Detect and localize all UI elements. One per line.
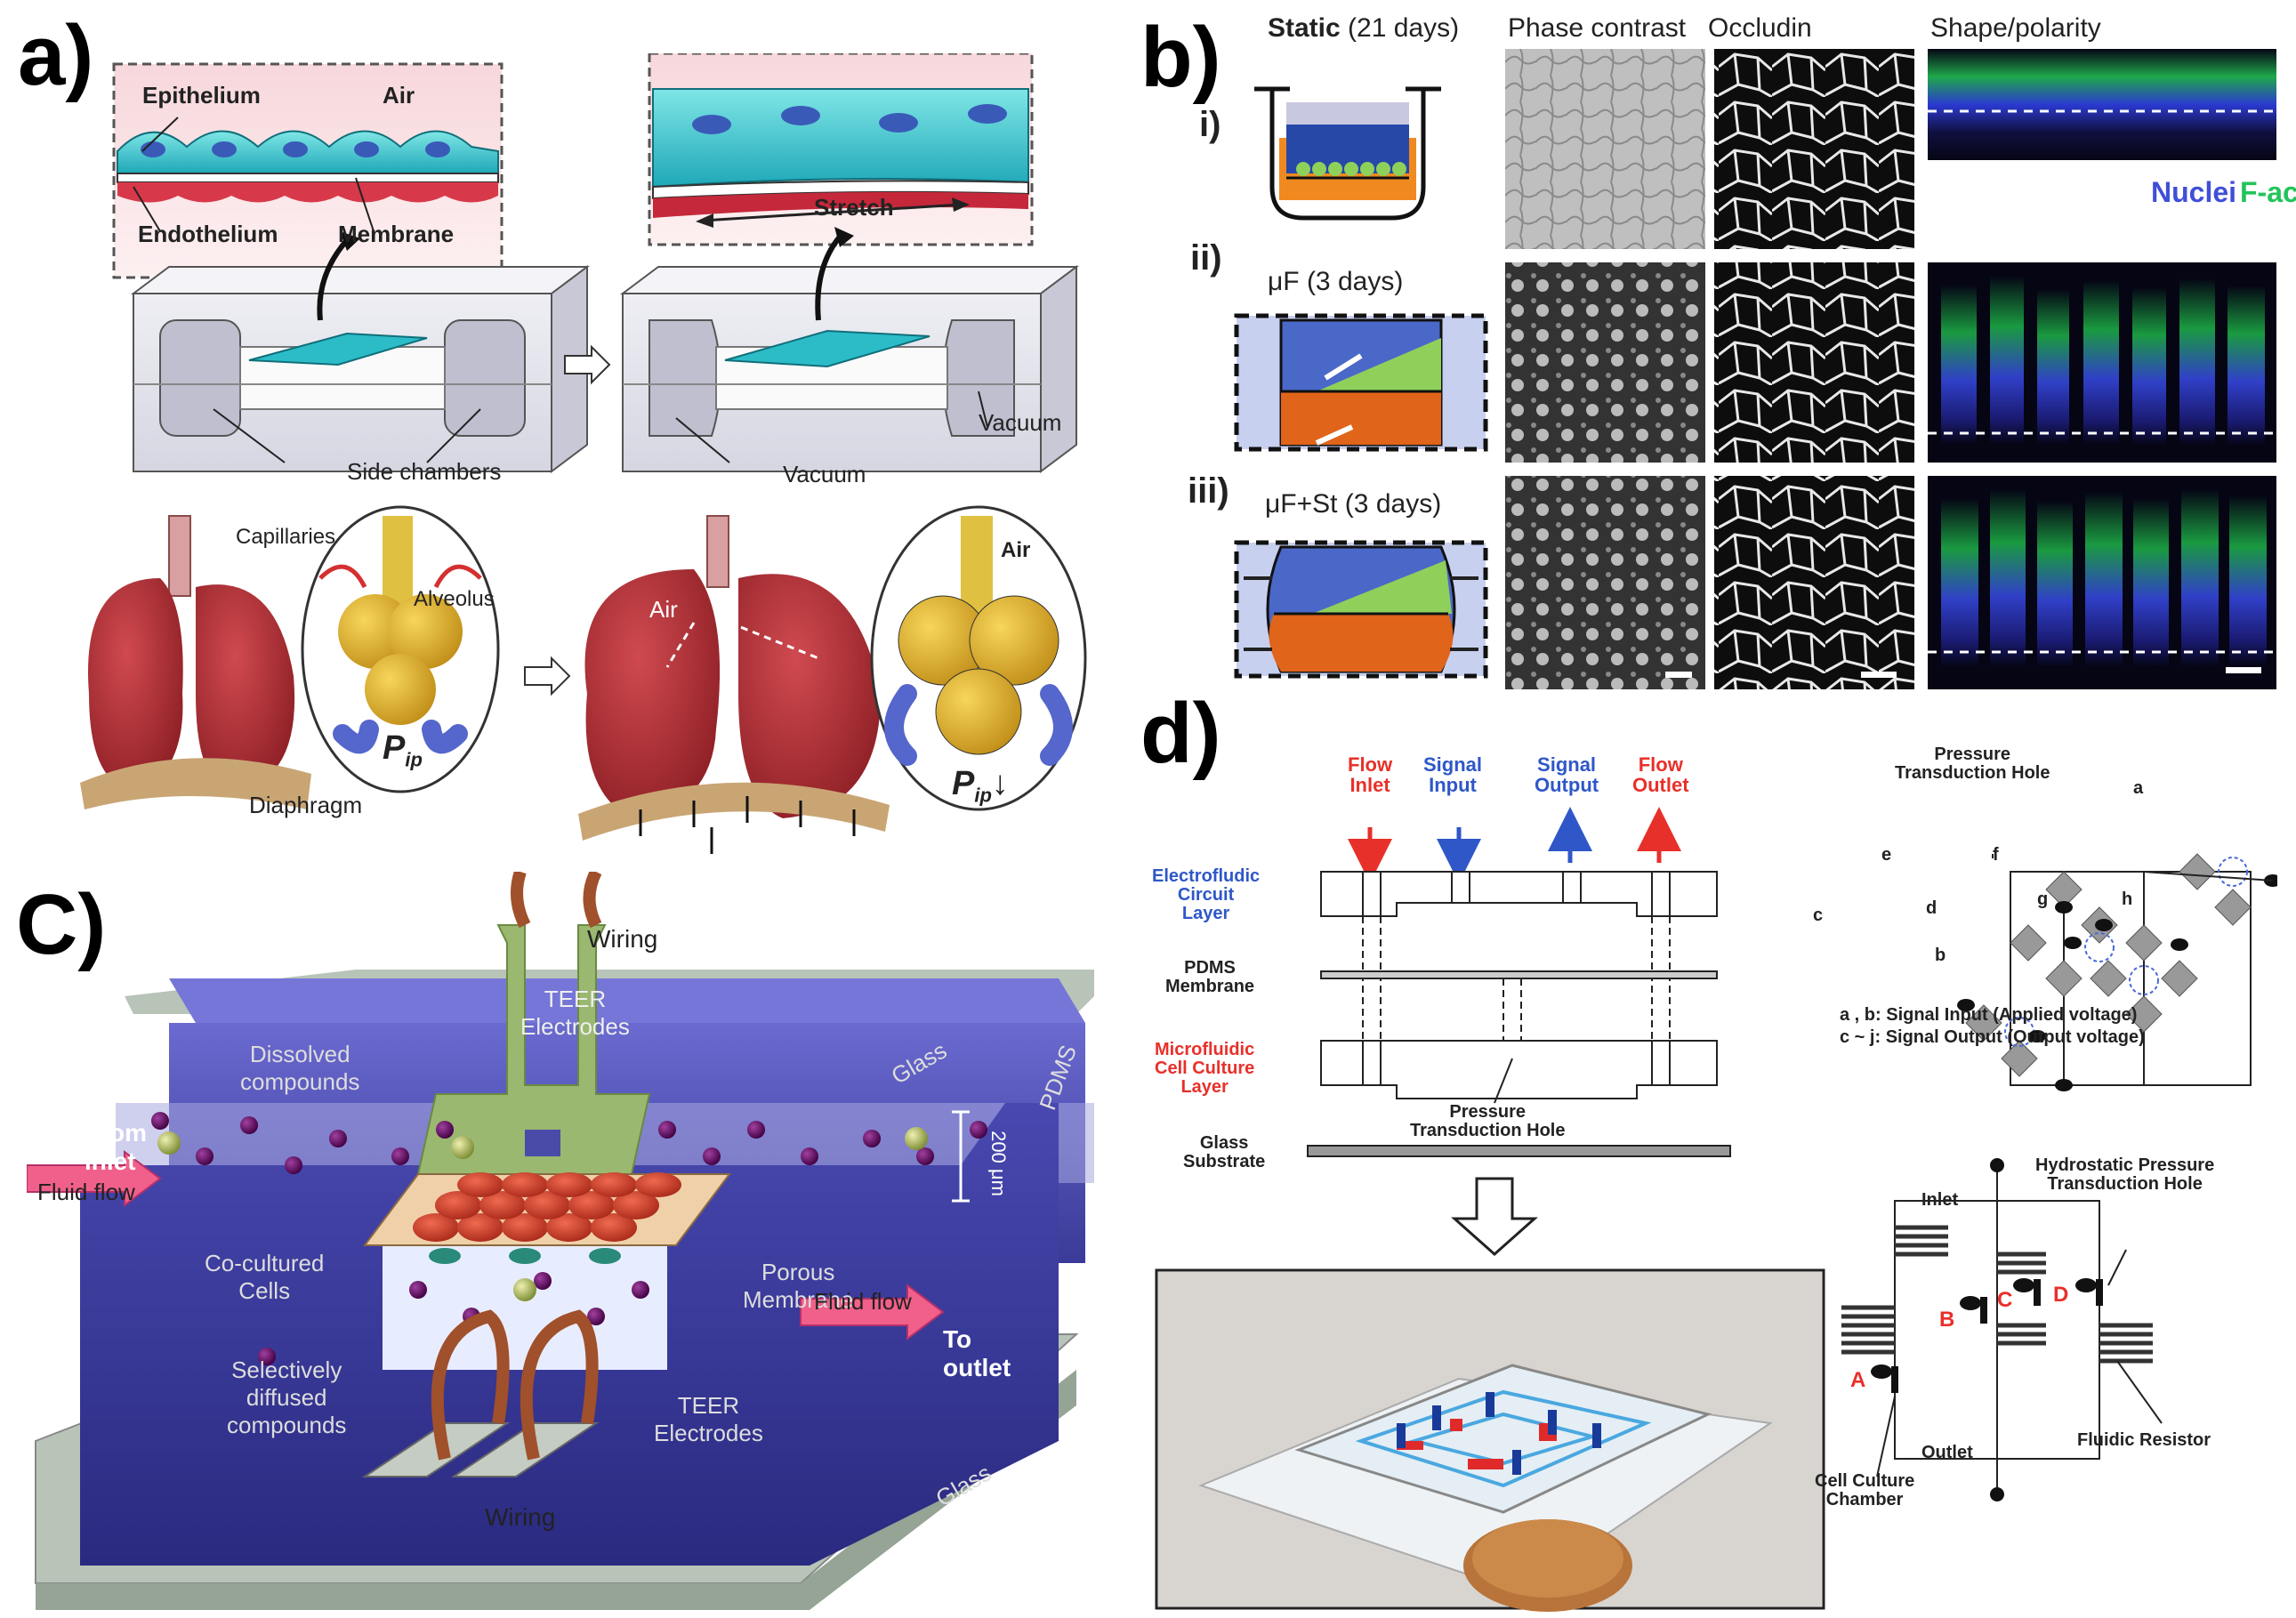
node-a: a bbox=[2133, 778, 2144, 798]
lungs-expanded bbox=[578, 515, 890, 854]
label-inlet: Inlet bbox=[1921, 1190, 1959, 1210]
label-epithelium: Epithelium bbox=[142, 82, 261, 109]
panel-label-c: C) bbox=[16, 877, 107, 972]
label-to-outlet: To outlet bbox=[943, 1325, 1011, 1381]
panel-b-schematics bbox=[1234, 86, 1488, 679]
node-c: c bbox=[1813, 906, 1824, 925]
label-fluid-flow-left: Fluid flow bbox=[37, 1179, 135, 1205]
col-header-shape: Shape/polarity bbox=[1930, 13, 2101, 43]
label-electrofluidic: Electrofludic Circuit Layer bbox=[1152, 866, 1261, 923]
label-endothelium: Endothelium bbox=[138, 221, 278, 247]
label-side-chambers: Side chambers bbox=[347, 458, 502, 485]
label-cocultured: Co-cultured Cells bbox=[205, 1250, 325, 1304]
label-bridge-title: Pressure Transduction Hole bbox=[1895, 745, 2050, 783]
label-microfluidic: Microfluidic Cell Culture Layer bbox=[1155, 1040, 1255, 1097]
label-signal-output: Signal Output bbox=[1535, 753, 1599, 797]
label-alveolus: Alveolus bbox=[414, 587, 495, 611]
label-wiring-top: Wiring bbox=[587, 925, 658, 953]
label-glass-substrate: Glass Substrate bbox=[1183, 1133, 1266, 1171]
label-muf-st: μF+St (3 days) bbox=[1265, 489, 1442, 519]
label-membrane: Membrane bbox=[338, 221, 455, 247]
node-g: g bbox=[2037, 889, 2049, 909]
panel-label-d: d) bbox=[1140, 686, 1221, 781]
legend-cj: c ~ j: Signal Output (Output voltage) bbox=[1840, 1027, 2145, 1047]
label-from-inlet: From inlet bbox=[85, 1119, 147, 1175]
label-air: Air bbox=[383, 82, 415, 109]
lungs-relaxed bbox=[80, 515, 311, 809]
row-label-i: i) bbox=[1199, 105, 1221, 144]
row-label-ii: ii) bbox=[1190, 238, 1222, 278]
membrane-strip bbox=[117, 173, 499, 183]
panel-label-a: a) bbox=[18, 8, 94, 103]
label-flow-inlet: Flow Inlet bbox=[1348, 753, 1393, 797]
chamber-d: D bbox=[2053, 1283, 2069, 1307]
label-dissolved: Dissolved compounds bbox=[240, 1041, 360, 1095]
label-porous: Porous Membrane bbox=[743, 1259, 854, 1313]
label-cell-culture-chamber: Cell Culture Chamber bbox=[1815, 1471, 1915, 1509]
node-d: d bbox=[1926, 898, 1938, 918]
col-header-occludin: Occludin bbox=[1708, 13, 1812, 43]
legend-ab: a , b: Signal Input (Applied voltage) bbox=[1840, 1005, 2138, 1025]
hydrostatic-circuit bbox=[1894, 854, 2100, 1494]
chip-relaxed bbox=[131, 265, 590, 473]
panel-d-diagram bbox=[1155, 807, 2277, 1612]
label-wiring-bottom: Wiring bbox=[485, 1503, 556, 1531]
label-fluid-flow-right: Fluid flow bbox=[814, 1288, 912, 1315]
label-hydrostatic: Hydrostatic Pressure Transduction Hole bbox=[2035, 1155, 2215, 1194]
panel-a-diagram bbox=[80, 53, 1087, 854]
endothelium-cells bbox=[117, 182, 498, 203]
label-vacuum-left: Vacuum bbox=[783, 461, 866, 487]
chamber-c: C bbox=[1997, 1288, 2013, 1312]
label-pip-expanded: Pip↓ bbox=[952, 765, 1009, 807]
node-f: f bbox=[1993, 845, 1999, 865]
label-capillaries: Capillaries bbox=[236, 525, 336, 549]
label-vacuum-right: Vacuum bbox=[979, 409, 1062, 436]
chamber-a: A bbox=[1850, 1368, 1866, 1392]
label-200um: 200 μm bbox=[987, 1131, 1010, 1196]
col-header-phase: Phase contrast bbox=[1508, 13, 1687, 43]
row-label-iii: iii) bbox=[1188, 471, 1229, 511]
label-fluidic-resistor: Fluidic Resistor bbox=[2077, 1430, 2211, 1450]
label-nuclei: Nuclei bbox=[2151, 176, 2237, 208]
node-h: h bbox=[2122, 889, 2133, 909]
label-flow-outlet: Flow Outlet bbox=[1632, 753, 1689, 797]
muf-chip bbox=[1234, 313, 1488, 452]
label-pdms-membrane: PDMS Membrane bbox=[1165, 958, 1255, 996]
label-stretch: Stretch bbox=[814, 194, 894, 221]
node-b: b bbox=[1935, 946, 1946, 965]
muf-st-chip bbox=[1234, 540, 1488, 679]
epithelium-cells bbox=[117, 130, 499, 174]
label-teer-bottom: TEER Electrodes bbox=[654, 1392, 763, 1446]
label-static: Static (21 days) bbox=[1268, 13, 1460, 43]
label-muf: μF (3 days) bbox=[1268, 267, 1404, 296]
panel-label-b: b) bbox=[1140, 10, 1221, 105]
chamber-b: B bbox=[1939, 1308, 1955, 1332]
label-pressure-hole: Pressure Transduction Hole bbox=[1410, 1102, 1566, 1140]
label-signal-input: Signal Input bbox=[1423, 753, 1483, 797]
label-teer-top: TEER Electrodes bbox=[520, 986, 630, 1040]
label-air-lung: Air bbox=[649, 596, 678, 623]
label-outlet: Outlet bbox=[1921, 1443, 1973, 1462]
label-air-alveolus: Air bbox=[1001, 538, 1031, 562]
node-e: e bbox=[1881, 845, 1892, 865]
chip-stretched bbox=[620, 265, 1079, 473]
label-factin: F-actin bbox=[2240, 176, 2296, 208]
panel-b-micrographs bbox=[1505, 49, 2276, 689]
label-selectively: Selectively diffused compounds bbox=[227, 1356, 347, 1438]
panel-c-diagram bbox=[27, 872, 1094, 1610]
label-pip-relaxed: Pip bbox=[383, 729, 423, 771]
label-diaphragm: Diaphragm bbox=[249, 792, 363, 818]
